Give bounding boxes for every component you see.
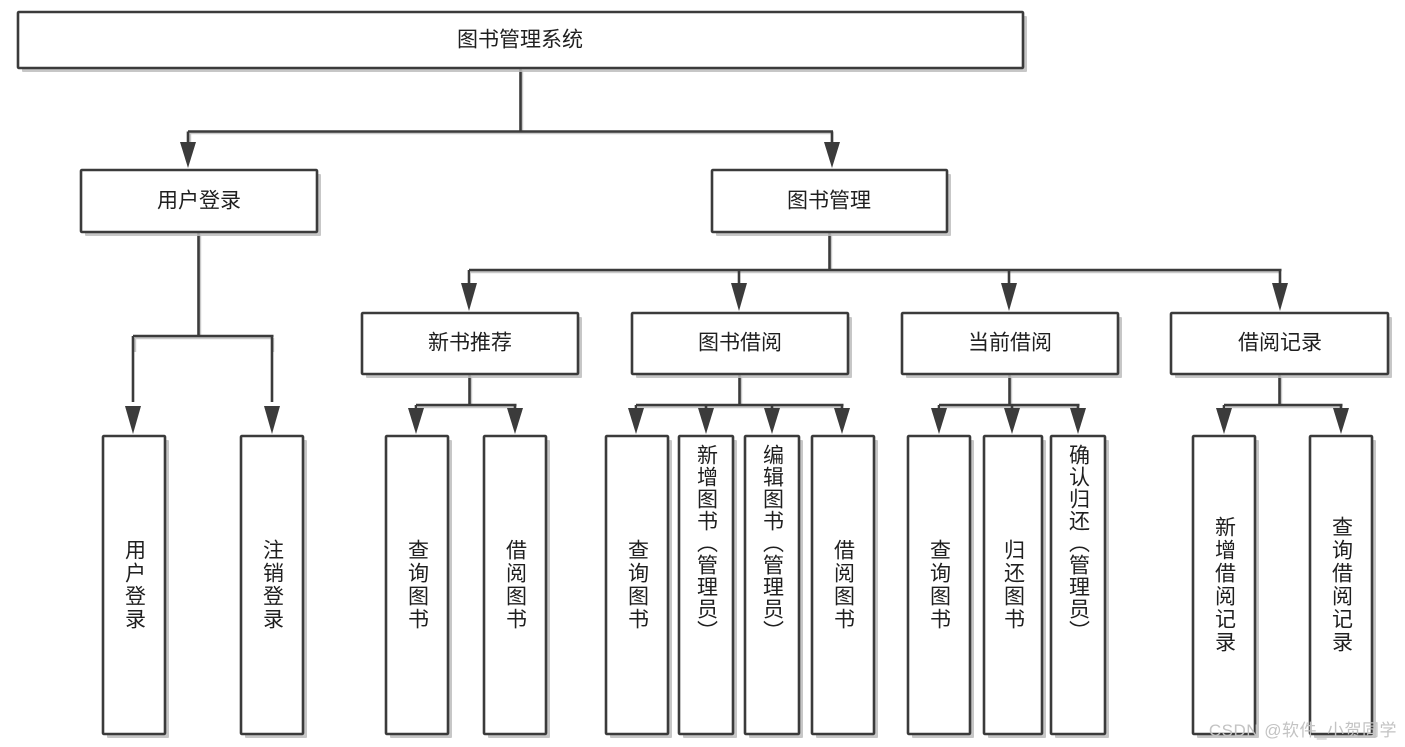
leaf-query-book-1-label: 查询图书 bbox=[405, 539, 429, 631]
connector-bookmanage-to-level3 bbox=[461, 232, 1288, 311]
leaf-add-book-label: 新增图书（管理员） bbox=[694, 444, 718, 642]
node-user-login-label: 用户登录 bbox=[157, 190, 241, 213]
leaf-borrow-book-1-label: 借阅图书 bbox=[503, 539, 527, 631]
leaf-node-add-borrow-record[interactable] bbox=[1191, 434, 1259, 738]
node-borrow-record[interactable]: 借阅记录 bbox=[1169, 311, 1392, 378]
leaf-node-borrow-book-1[interactable] bbox=[482, 434, 550, 738]
node-root-system[interactable]: 图书管理系统 bbox=[16, 10, 1027, 72]
leaf-edit-book-label: 编辑图书（管理员） bbox=[760, 444, 784, 642]
connector-userlogin-to-leaves bbox=[125, 232, 280, 434]
connector-borrowrecord-to-leaves bbox=[1216, 374, 1349, 434]
node-new-book-recommend-label: 新书推荐 bbox=[428, 332, 512, 355]
leaf-node-borrow-book-2[interactable] bbox=[810, 434, 878, 738]
leaf-query-borrow-record-label: 查询借阅记录 bbox=[1329, 516, 1353, 654]
leaf-node-query-borrow-record[interactable] bbox=[1308, 434, 1376, 738]
node-current-borrow-label: 当前借阅 bbox=[968, 332, 1052, 355]
connector-root-to-level2 bbox=[180, 68, 840, 168]
leaf-add-borrow-record-label: 新增借阅记录 bbox=[1212, 516, 1236, 654]
node-book-borrow[interactable]: 图书借阅 bbox=[630, 311, 852, 378]
leaf-borrow-book-2-label: 借阅图书 bbox=[831, 539, 855, 631]
csdn-watermark: CSDN @软件_小贺同学 bbox=[1208, 721, 1397, 740]
connector-bookborrow-to-leaves bbox=[628, 374, 850, 434]
leaf-node-confirm-return[interactable] bbox=[1049, 434, 1109, 738]
node-root-label: 图书管理系统 bbox=[457, 29, 583, 52]
leaf-node-query-book-1[interactable] bbox=[384, 434, 452, 738]
node-new-book-recommend[interactable]: 新书推荐 bbox=[360, 311, 582, 378]
leaf-node-return-book[interactable] bbox=[982, 434, 1046, 738]
node-book-manage[interactable]: 图书管理 bbox=[710, 168, 951, 236]
node-current-borrow[interactable]: 当前借阅 bbox=[900, 311, 1122, 378]
leaf-query-book-2-label: 查询图书 bbox=[625, 539, 649, 631]
leaf-user-login-label: 用户登录 bbox=[122, 539, 146, 631]
leaf-query-book-3-label: 查询图书 bbox=[927, 539, 951, 631]
leaf-confirm-return-label: 确认归还（管理员） bbox=[1066, 444, 1090, 642]
node-book-borrow-label: 图书借阅 bbox=[698, 332, 782, 355]
leaf-return-book-label: 归还图书 bbox=[1001, 539, 1025, 631]
leaf-node-query-book-3[interactable] bbox=[906, 434, 974, 738]
node-book-manage-label: 图书管理 bbox=[787, 190, 871, 213]
leaf-node-user-login[interactable] bbox=[101, 434, 169, 738]
connector-layer bbox=[125, 68, 1349, 434]
leaf-node-query-book-2[interactable] bbox=[604, 434, 672, 738]
node-user-login[interactable]: 用户登录 bbox=[79, 168, 321, 236]
connector-newbook-to-leaves bbox=[408, 374, 523, 434]
leaf-node-edit-book[interactable] bbox=[743, 434, 803, 738]
leaf-node-add-book[interactable] bbox=[677, 434, 737, 738]
leaf-logout-login-label: 注销登录 bbox=[260, 539, 284, 631]
connector-currentborrow-to-leaves bbox=[931, 374, 1086, 434]
node-borrow-record-label: 借阅记录 bbox=[1238, 332, 1322, 355]
leaf-node-logout-login[interactable] bbox=[239, 434, 307, 738]
